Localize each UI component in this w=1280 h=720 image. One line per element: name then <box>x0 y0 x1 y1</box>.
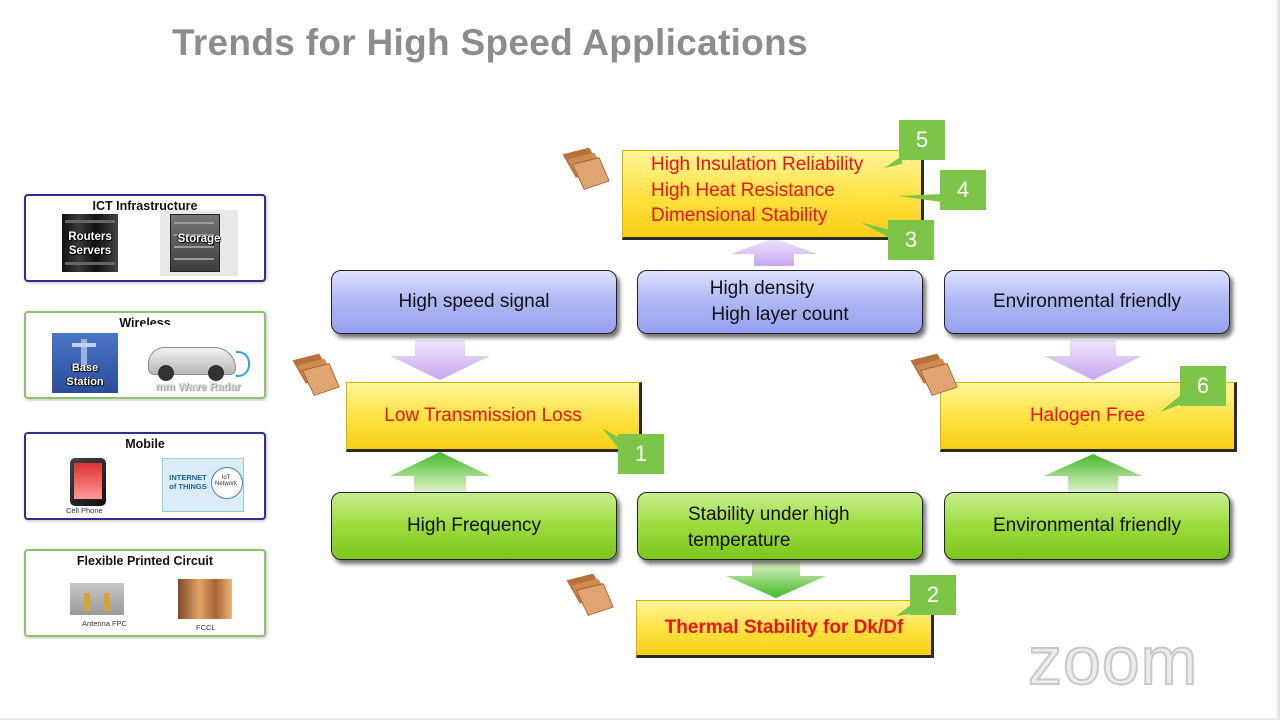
fpc-card-title: Flexible Printed Circuit <box>76 554 214 568</box>
environmental-friendly-bottom-box: Environmental friendly <box>944 492 1230 560</box>
base-station-image: Base Station <box>52 333 118 393</box>
arrow-frequency-to-loss <box>390 452 490 492</box>
low-transmission-loss-text: Low Transmission Loss <box>384 405 582 426</box>
storage-image: Storage <box>160 210 238 276</box>
fccl-label: FCCL <box>196 623 216 632</box>
number-tag-1: 1 <box>618 434 664 474</box>
high-insulation-reliability-text: High Insulation Reliability <box>651 154 864 175</box>
iot-network-label: IoT Network <box>214 475 237 487</box>
stability-line1: Stability under high <box>688 504 850 525</box>
mobile-card: Mobile Cell Phone INTERNET of THINGS IoT… <box>24 432 266 520</box>
flexible-printed-circuit-card: Flexible Printed Circuit Antenna FPC FCC… <box>24 549 266 637</box>
environmental-friendly-bottom-text: Environmental friendly <box>993 515 1181 536</box>
high-density-line2: High layer count <box>711 304 849 325</box>
high-speed-signal-box: High speed signal <box>331 270 617 334</box>
car-radar-image: mm Wave Radar <box>142 325 254 393</box>
number-tag-6: 6 <box>1180 366 1226 406</box>
high-density-box: High density High layer count <box>637 270 923 334</box>
arrow-env-to-halogen-green <box>1044 454 1142 492</box>
number-tag-4: 4 <box>940 170 986 210</box>
antenna-fpc-label: Antenna FPC <box>82 619 128 628</box>
arrow-env-to-halogen <box>1044 340 1142 380</box>
ict-card-title: ICT Infrastructure <box>92 199 198 213</box>
thermal-stability-text: Thermal Stability for Dk/Df <box>664 617 904 638</box>
environmental-friendly-top-box: Environmental friendly <box>944 270 1230 334</box>
top-properties-box: High Insulation Reliability High Heat Re… <box>622 150 924 240</box>
zoom-watermark: zoom <box>1027 622 1199 700</box>
iot-image: INTERNET of THINGS IoT Network <box>162 458 244 512</box>
high-speed-signal-text: High speed signal <box>398 291 550 312</box>
mobile-card-title: Mobile <box>125 437 165 451</box>
arrow-stability-to-thermal <box>726 562 826 598</box>
copper-laminate-icon <box>562 147 610 190</box>
wireless-card: Wireless Base Station mm Wave Radar <box>24 311 266 399</box>
base-station-label: Base Station <box>66 362 104 388</box>
routers-servers-label: Routers Servers <box>68 231 112 257</box>
high-heat-resistance-text: High Heat Resistance <box>651 180 835 201</box>
high-density-line1: High density <box>709 278 815 299</box>
fccl-image <box>178 579 232 619</box>
server-rack-image: Routers Servers <box>62 214 118 272</box>
antenna-fpc-image <box>70 583 124 615</box>
number-tag-3: 3 <box>888 220 934 260</box>
low-transmission-loss-box: Low Transmission Loss <box>346 382 642 452</box>
storage-label: Storage <box>177 233 221 245</box>
halogen-free-text: Halogen Free <box>1029 405 1146 426</box>
high-frequency-text: High Frequency <box>406 515 542 536</box>
number-tag-5: 5 <box>899 120 945 160</box>
cell-phone-label: Cell Phone <box>66 506 103 515</box>
cell-phone-image <box>70 458 106 506</box>
dimensional-stability-text: Dimensional Stability <box>651 205 828 226</box>
stability-line2: temperature <box>688 530 791 551</box>
arrow-density-to-top <box>731 238 817 266</box>
number-tag-2: 2 <box>910 575 956 615</box>
copper-laminate-icon <box>566 573 614 616</box>
radar-label: mm Wave Radar <box>155 381 241 393</box>
high-frequency-box: High Frequency <box>331 492 617 560</box>
environmental-friendly-top-text: Environmental friendly <box>993 291 1181 312</box>
arrow-speed-to-loss <box>390 340 490 380</box>
copper-laminate-icon <box>910 353 958 396</box>
halogen-free-box: Halogen Free <box>940 382 1237 452</box>
thermal-stability-box: Thermal Stability for Dk/Df <box>636 600 934 658</box>
slide-title: Trends for High Speed Applications <box>172 22 808 63</box>
bottom-line <box>0 718 1280 720</box>
right-edge <box>1276 0 1280 720</box>
copper-laminate-icon <box>292 353 340 396</box>
ict-infrastructure-card: ICT Infrastructure Routers Servers Stora… <box>24 194 266 282</box>
stability-box: Stability under high temperature <box>637 492 923 560</box>
iot-label: INTERNET of THINGS <box>169 473 207 491</box>
